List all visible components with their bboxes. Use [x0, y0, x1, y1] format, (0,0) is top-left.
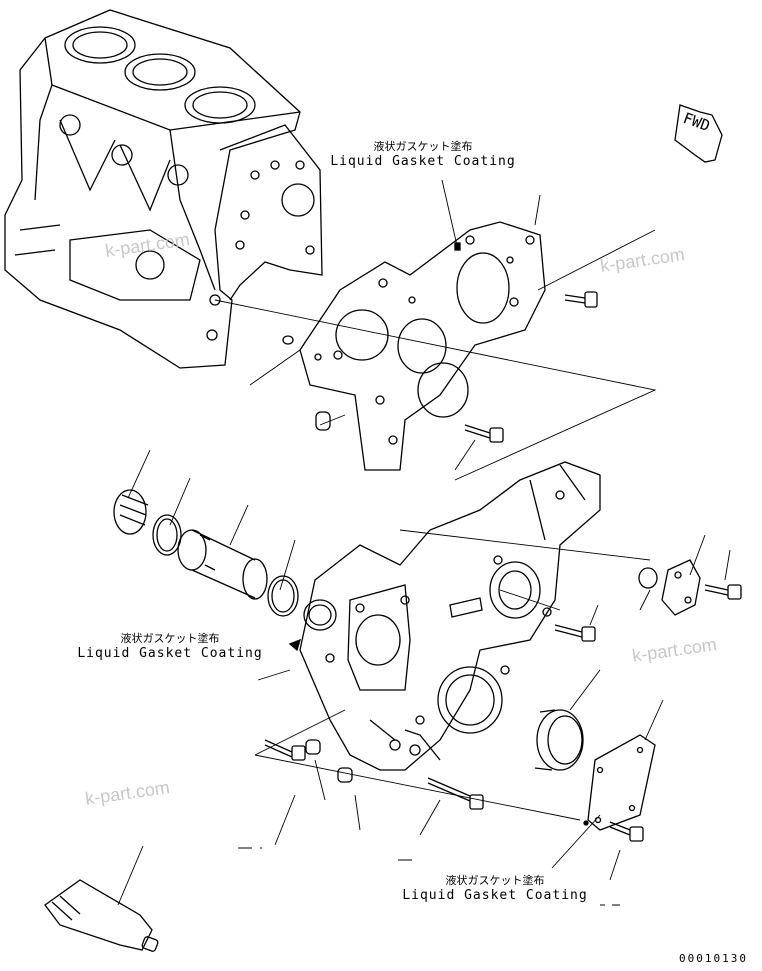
cover-plates [587, 559, 701, 831]
cylinder-block [4, 9, 323, 369]
gasket-callout-middle: 液状ガスケット塗布 Liquid Gasket Coating [75, 630, 265, 661]
timing-plate [299, 221, 546, 471]
gasket-callout-bottom-en: Liquid Gasket Coating [402, 888, 588, 903]
sealant-tube [44, 879, 159, 952]
dash-marks [238, 847, 620, 906]
gasket-callout-top-en: Liquid Gasket Coating [330, 154, 516, 169]
oil-seal [534, 709, 584, 771]
gasket-callout-bottom: 液状ガスケット塗布 Liquid Gasket Coating [400, 872, 590, 903]
gear-case [299, 461, 601, 771]
gasket-callout-top-jp: 液状ガスケット塗布 [373, 140, 473, 153]
forward-arrow-icon [674, 104, 723, 163]
gasket-callout-middle-jp: 液状ガスケット塗布 [120, 632, 220, 645]
tube-and-rings [113, 489, 299, 617]
coating-markers [288, 242, 589, 826]
gasket-callout-bottom-jp: 液状ガスケット塗布 [445, 874, 545, 887]
gasket-callout-middle-en: Liquid Gasket Coating [77, 646, 263, 661]
bolts-and-dowels [264, 291, 742, 842]
leader-lines [117, 179, 731, 906]
drawing-number: 00010130 [679, 952, 748, 965]
gasket-callout-top: 液状ガスケット塗布 Liquid Gasket Coating [328, 138, 518, 169]
